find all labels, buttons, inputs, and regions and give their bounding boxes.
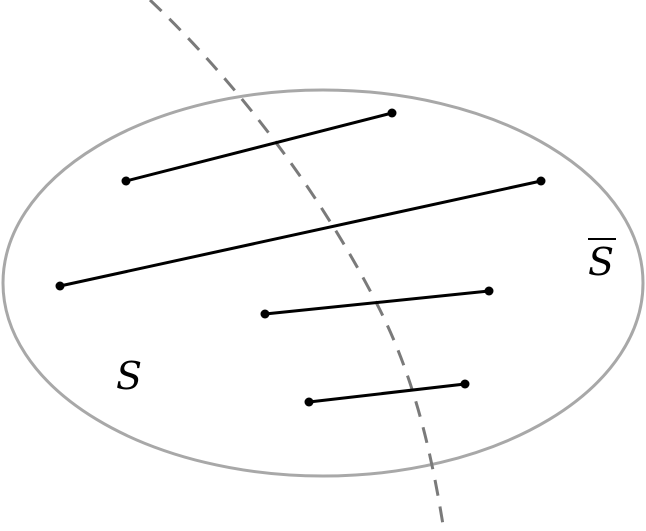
edge-4-endpoint-right bbox=[460, 379, 470, 389]
edge-2-line bbox=[59, 179, 542, 288]
set-label-s: S bbox=[116, 354, 142, 398]
edge-2 bbox=[55, 176, 546, 291]
edge-3-line bbox=[264, 289, 490, 316]
edge-3-endpoint-left bbox=[260, 309, 270, 319]
edge-3 bbox=[260, 286, 494, 319]
cut-boundary-dashed bbox=[148, 0, 446, 531]
complement-label-s: S bbox=[588, 240, 614, 284]
edge-1-endpoint-right bbox=[387, 108, 397, 118]
edge-1 bbox=[121, 108, 397, 186]
set-ellipse bbox=[1, 88, 645, 478]
edge-2-endpoint-right bbox=[536, 176, 546, 186]
complement-label: S bbox=[588, 238, 616, 284]
edge-4 bbox=[304, 379, 470, 407]
edge-3-endpoint-right bbox=[484, 286, 494, 296]
edge-4-line bbox=[308, 382, 466, 404]
edge-4-endpoint-left bbox=[304, 397, 314, 407]
edge-1-line bbox=[125, 111, 393, 183]
edge-1-endpoint-left bbox=[121, 176, 131, 186]
edge-2-endpoint-left bbox=[55, 281, 65, 291]
